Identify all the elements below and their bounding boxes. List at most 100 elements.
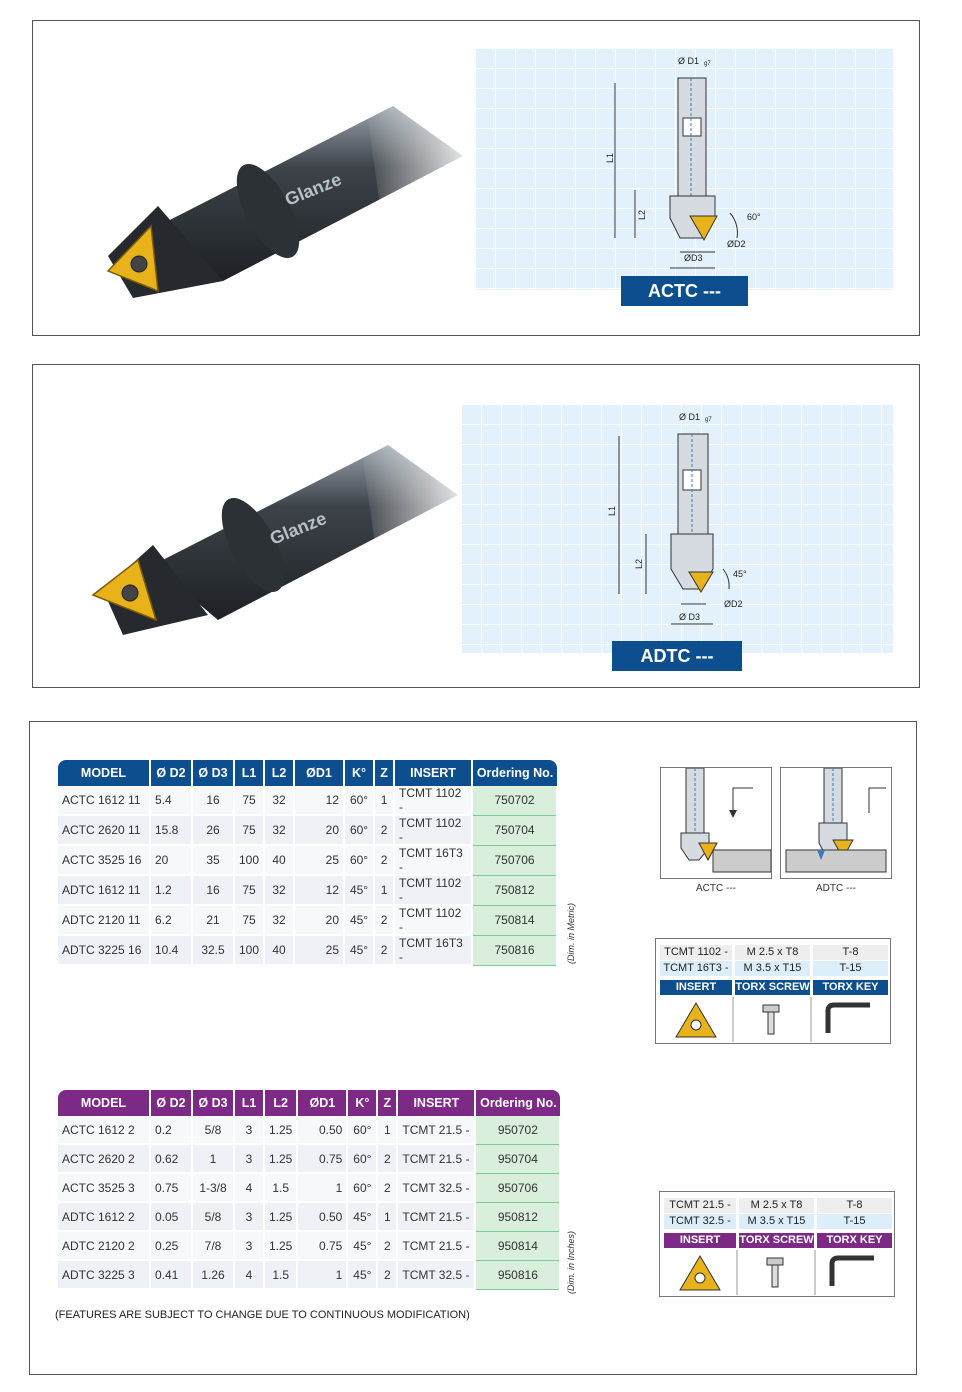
actc-tool-image: Glanze bbox=[106, 66, 483, 298]
cell-ordering-no: 950814 bbox=[475, 1231, 562, 1261]
col-l2: L2 bbox=[264, 760, 296, 786]
cell-z: 1 bbox=[377, 1201, 399, 1232]
cell-ordering-no: 950704 bbox=[475, 1144, 562, 1174]
cell-d3: 1-3/8 bbox=[192, 1173, 235, 1203]
cell-d2: 15.8 bbox=[150, 815, 193, 846]
cell-l1: 4 bbox=[234, 1173, 265, 1203]
cell-l1: 3 bbox=[234, 1144, 265, 1174]
actc-dim-d2: ØD2 bbox=[727, 239, 746, 249]
spec-panel: MODEL Ø D2 Ø D3 L1 L2 ØD1 K° Z INSERT Or… bbox=[29, 721, 917, 1375]
inch-table: MODEL Ø D2 Ø D3 L1 L2 ØD1 K° Z INSERT Or… bbox=[58, 1090, 562, 1290]
cell-k: 60° bbox=[347, 1144, 379, 1174]
col-z: Z bbox=[374, 760, 396, 786]
cell-ordering-no: 750816 bbox=[472, 935, 559, 966]
cell-l2: 32 bbox=[264, 905, 296, 936]
actc-dim-l1: L1 bbox=[605, 152, 616, 164]
cell-insert: TCMT 16T3 - bbox=[394, 935, 474, 966]
cell-ordering-no: 750706 bbox=[472, 845, 559, 876]
parts-insert-2: TCMT 16T3 - bbox=[660, 961, 732, 976]
adtc-drawing bbox=[618, 433, 730, 625]
cell-model: ADTC 1612 2 bbox=[58, 1201, 151, 1232]
parts-key-2: T-15 bbox=[817, 1214, 892, 1229]
metric-table: MODEL Ø D2 Ø D3 L1 L2 ØD1 K° Z INSERT Or… bbox=[58, 760, 559, 966]
parts-icons-inch bbox=[679, 1250, 874, 1295]
cell-l1: 3 bbox=[234, 1116, 265, 1145]
col-d2: Ø D2 bbox=[150, 1090, 193, 1116]
cell-z: 1 bbox=[374, 874, 396, 906]
parts-header-screw: TORX SCREW bbox=[735, 980, 810, 995]
cell-d1: 12 bbox=[294, 874, 346, 906]
cell-z: 2 bbox=[377, 1173, 399, 1203]
cell-l2: 1.25 bbox=[264, 1144, 299, 1174]
cell-model: ACTC 1612 2 bbox=[58, 1116, 151, 1145]
cell-d2: 0.25 bbox=[150, 1231, 193, 1261]
cell-ordering-no: 750704 bbox=[472, 815, 559, 846]
cell-k: 60° bbox=[347, 1116, 379, 1145]
cell-ordering-no: 950702 bbox=[475, 1116, 562, 1145]
adtc-tool-image: Glanze bbox=[91, 405, 478, 635]
col-l2: L2 bbox=[264, 1090, 299, 1116]
col-d3: Ø D3 bbox=[192, 760, 235, 786]
cell-d3: 32.5 bbox=[192, 935, 235, 966]
cell-k: 45° bbox=[347, 1231, 379, 1261]
parts-screw-1: M 2.5 x T8 bbox=[739, 1198, 814, 1213]
cell-ordering-no: 750814 bbox=[472, 905, 559, 936]
parts-screw-1: M 2.5 x T8 bbox=[735, 945, 810, 960]
col-d1: ØD1 bbox=[294, 760, 346, 786]
parts-insert-2: TCMT 32.5 - bbox=[664, 1214, 736, 1229]
adtc-application-caption: ADTC --- bbox=[816, 883, 856, 894]
cell-l2: 1.5 bbox=[264, 1260, 299, 1290]
cell-model: ACTC 3525 3 bbox=[58, 1173, 151, 1203]
cell-model: ADTC 3225 16 bbox=[58, 935, 151, 966]
cell-l2: 32 bbox=[264, 874, 296, 906]
cell-d1: 0.75 bbox=[297, 1231, 349, 1261]
cell-insert: TCMT 1102 - bbox=[394, 905, 474, 936]
parts-screw-2: M 3.5 x T15 bbox=[735, 961, 810, 976]
cell-z: 2 bbox=[377, 1231, 399, 1261]
cell-d1: 1 bbox=[297, 1260, 349, 1290]
cell-d3: 1 bbox=[192, 1144, 235, 1174]
torx-key-icon bbox=[829, 1255, 874, 1286]
cell-d1: 1 bbox=[297, 1173, 349, 1203]
cell-ordering-no: 750812 bbox=[472, 874, 559, 906]
actc-banner: ACTC --- bbox=[621, 276, 748, 306]
col-l1: L1 bbox=[234, 760, 266, 786]
cell-d3: 5/8 bbox=[192, 1116, 235, 1145]
cell-d3: 1.26 bbox=[192, 1260, 235, 1290]
cell-insert: TCMT 21.5 - bbox=[397, 1201, 477, 1232]
cell-l2: 1.25 bbox=[264, 1231, 299, 1261]
cell-l1: 100 bbox=[234, 845, 266, 876]
cell-ordering-no: 950812 bbox=[475, 1201, 562, 1232]
actc-dim-d3: ØD3 bbox=[684, 253, 703, 263]
cell-model: ACTC 2620 2 bbox=[58, 1144, 151, 1174]
cell-d1: 0.50 bbox=[297, 1116, 349, 1145]
actc-dim-angle: 60° bbox=[747, 212, 761, 222]
cell-ordering-no: 750702 bbox=[472, 786, 559, 816]
parts-header-key: TORX KEY bbox=[817, 1233, 892, 1248]
torx-key-icon bbox=[825, 1002, 870, 1033]
cell-d1: 0.50 bbox=[297, 1201, 349, 1232]
cell-model: ADTC 2120 2 bbox=[58, 1231, 151, 1261]
cell-d3: 26 bbox=[192, 815, 235, 846]
col-k: K° bbox=[347, 1090, 379, 1116]
parts-key-2: T-15 bbox=[813, 961, 888, 976]
cell-l1: 75 bbox=[234, 815, 266, 846]
cell-d1: 20 bbox=[294, 905, 346, 936]
cell-d3: 16 bbox=[192, 786, 235, 816]
adtc-dim-d1: Ø D1 bbox=[679, 412, 701, 422]
actc-application-caption: ACTC --- bbox=[696, 883, 736, 894]
cell-d3: 7/8 bbox=[192, 1231, 235, 1261]
cell-insert: TCMT 1102 - bbox=[394, 786, 474, 816]
cell-d3: 16 bbox=[192, 874, 235, 906]
cell-insert: TCMT 32.5 - bbox=[397, 1173, 477, 1203]
cell-d2: 0.62 bbox=[150, 1144, 193, 1174]
col-insert: INSERT bbox=[397, 1090, 477, 1116]
